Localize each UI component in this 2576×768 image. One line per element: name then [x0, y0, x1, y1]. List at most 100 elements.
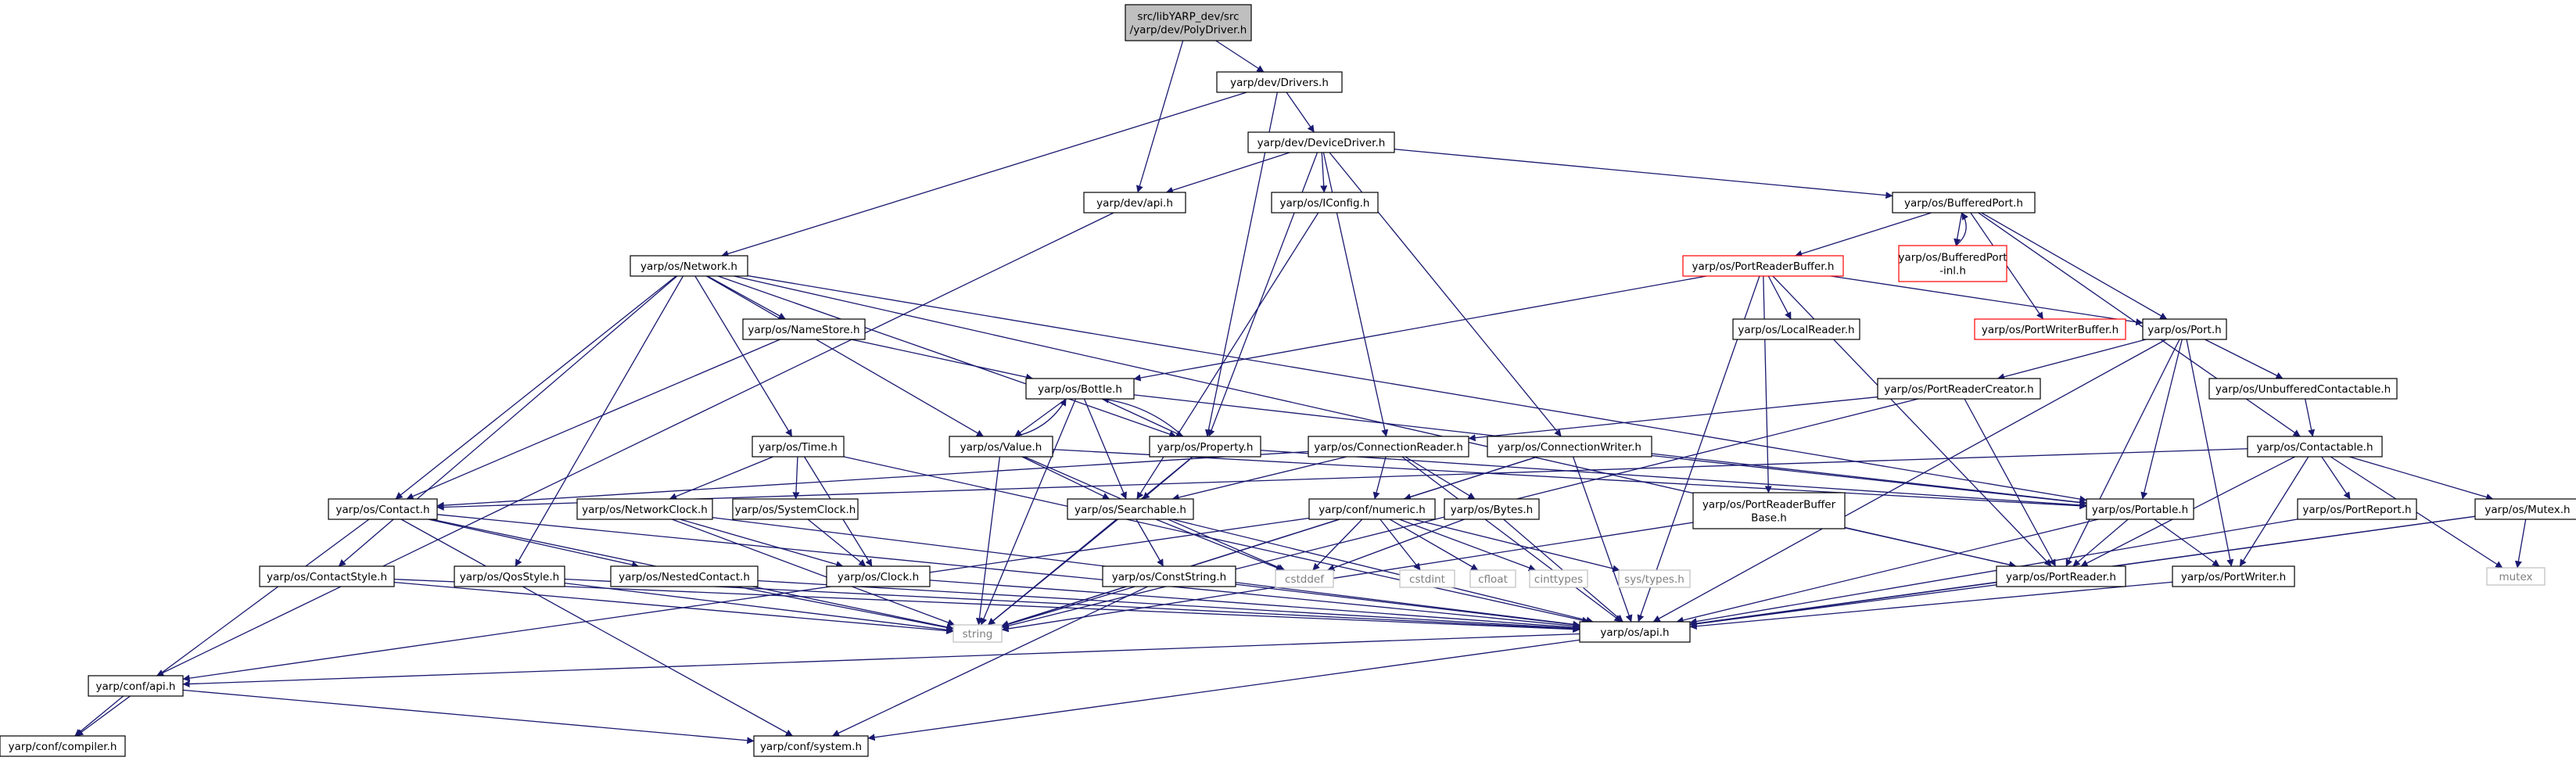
node-label-portreadercreator: yarp/os/PortReaderCreator.h: [1884, 383, 2033, 396]
node-devicedriver[interactable]: yarp/dev/DeviceDriver.h: [1247, 131, 1395, 153]
node-mutexh[interactable]: yarp/os/Mutex.h: [2474, 498, 2576, 520]
node-portreport[interactable]: yarp/os/PortReport.h: [2297, 498, 2417, 520]
node-bytes[interactable]: yarp/os/Bytes.h: [1444, 498, 1540, 520]
node-networkclock[interactable]: yarp/os/NetworkClock.h: [576, 498, 713, 520]
node-cinttypes: cinttypes: [1529, 569, 1588, 588]
node-connectionwriter[interactable]: yarp/os/ConnectionWriter.h: [1487, 436, 1652, 458]
node-label-mutexstd: mutex: [2499, 571, 2532, 583]
edge-portreaderbuffer-to-port: [1830, 275, 2144, 326]
node-label-bottle: yarp/os/Bottle.h: [1038, 383, 1122, 396]
node-confapi[interactable]: yarp/conf/api.h: [88, 675, 184, 697]
node-time[interactable]: yarp/os/Time.h: [752, 436, 845, 458]
node-box-confsystem: [753, 735, 869, 757]
node-box-confnumeric: [1308, 498, 1436, 520]
node-confcompiler[interactable]: yarp/conf/compiler.h: [0, 735, 126, 757]
node-portwriter[interactable]: yarp/os/PortWriter.h: [2172, 565, 2295, 587]
node-confnumeric[interactable]: yarp/conf/numeric.h: [1308, 498, 1436, 520]
node-label-clock: yarp/os/Clock.h: [838, 571, 919, 583]
node-portreader[interactable]: yarp/os/PortReader.h: [1996, 565, 2126, 587]
node-portreaderbuffer[interactable]: yarp/os/PortReaderBuffer.h: [1682, 255, 1844, 277]
node-label-systemclock: yarp/os/SystemClock.h: [735, 504, 856, 516]
node-network[interactable]: yarp/os/Network.h: [630, 255, 748, 277]
node-bufferedport[interactable]: yarp/os/BufferedPort.h: [1892, 192, 2036, 214]
node-namestore[interactable]: yarp/os/NameStore.h: [742, 318, 866, 340]
node-box-networkclock: [576, 498, 713, 520]
edge-searchable-to-conststring: [1136, 519, 1164, 567]
node-contact[interactable]: yarp/os/Contact.h: [328, 498, 438, 520]
node-contactstyle[interactable]: yarp/os/ContactStyle.h: [259, 565, 395, 587]
edge-polydriver-to-devapi: [1136, 40, 1184, 193]
edge-devicedriver-to-connectionreader: [1322, 152, 1389, 437]
edge-networkclock-to-string: [672, 519, 955, 626]
node-unbufferedcontactable[interactable]: yarp/os/UnbufferedContactable.h: [2208, 378, 2398, 400]
node-label-conststring: yarp/os/ConstString.h: [1112, 571, 1226, 583]
edge-namestore-to-bottle: [851, 339, 1034, 381]
node-iconfig[interactable]: yarp/os/IConfig.h: [1271, 192, 1379, 214]
node-polydriver[interactable]: src/libYARP_dev/src/yarp/dev/PolyDriver.…: [1125, 4, 1252, 41]
node-label-devicedriver: yarp/dev/DeviceDriver.h: [1258, 137, 1386, 149]
node-label-devapi: yarp/dev/api.h: [1096, 197, 1173, 210]
node-portwriterbuffer[interactable]: yarp/os/PortWriterBuffer.h: [1974, 318, 2126, 340]
node-label-confapi: yarp/conf/api.h: [96, 680, 176, 693]
node-devapi[interactable]: yarp/dev/api.h: [1083, 192, 1186, 214]
edge-portreaderbuffer-to-portreaderbufferbase: [1763, 275, 1772, 493]
node-box-contactable: [2247, 436, 2383, 458]
node-clock[interactable]: yarp/os/Clock.h: [826, 565, 931, 587]
node-box-systemclock: [732, 498, 859, 520]
edge-devicedriver-to-connectionwriter: [1329, 152, 1562, 437]
node-qosstyle[interactable]: yarp/os/QosStyle.h: [454, 565, 565, 587]
node-bottle[interactable]: yarp/os/Bottle.h: [1025, 378, 1135, 400]
node-box-property: [1149, 436, 1261, 458]
edge-portwriter-to-osapi: [1689, 581, 2173, 630]
node-nestedcontact[interactable]: yarp/os/NestedContact.h: [610, 565, 759, 587]
edge-contact-to-confcompiler: [76, 519, 370, 737]
edge-contactable-to-portreport: [2321, 456, 2351, 500]
node-portable[interactable]: yarp/os/Portable.h: [2086, 498, 2194, 520]
edge-portreaderbufferbase-to-portreader: [1844, 527, 2017, 569]
edge-confnumeric-to-cstdint: [1379, 519, 1421, 571]
node-systemclock[interactable]: yarp/os/SystemClock.h: [732, 498, 859, 520]
node-drivers[interactable]: yarp/dev/Drivers.h: [1216, 71, 1343, 93]
node-label-connectionwriter: yarp/os/ConnectionWriter.h: [1498, 441, 1641, 454]
edge-contactable-to-mutexh: [2349, 456, 2494, 501]
node-localreader[interactable]: yarp/os/LocalReader.h: [1732, 318, 1860, 340]
edge-confapi-to-confsystem: [182, 689, 755, 745]
node-box-portreaderbufferbase: [1692, 492, 1846, 529]
node-label-cfloat: cfloat: [1478, 573, 1508, 586]
node-property[interactable]: yarp/os/Property.h: [1149, 436, 1261, 458]
node-label-searchable: yarp/os/Searchable.h: [1075, 504, 1186, 516]
edge-portable-to-portwriter: [2154, 519, 2220, 567]
node-label-portable: yarp/os/Portable.h: [2092, 504, 2188, 516]
node-box-portreader: [1996, 565, 2126, 587]
node-portreadercreator[interactable]: yarp/os/PortReaderCreator.h: [1877, 378, 2041, 400]
node-label-osapi: yarp/os/api.h: [1600, 626, 1669, 639]
edge-networkclock-to-clock: [680, 519, 844, 568]
node-box-portable: [2086, 498, 2194, 520]
node-box-time: [752, 436, 845, 458]
edge-confnumeric-to-confapi: [182, 517, 1310, 682]
node-label-systypes: sys/types.h: [1624, 573, 1684, 586]
node-box-port: [2142, 318, 2227, 340]
node-bufferedportinl[interactable]: yarp/os/BufferedPort-inl.h: [1898, 245, 2007, 282]
node-label-cstddef: cstddef: [1285, 573, 1325, 586]
node-contactable[interactable]: yarp/os/Contactable.h: [2247, 436, 2383, 458]
node-conststring[interactable]: yarp/os/ConstString.h: [1102, 565, 1236, 587]
node-osapi[interactable]: yarp/os/api.h: [1579, 621, 1691, 643]
node-box-localreader: [1732, 318, 1860, 340]
edge-time-to-networkclock: [669, 456, 773, 500]
edge-network-to-portable: [747, 275, 2087, 503]
node-connectionreader[interactable]: yarp/os/ConnectionReader.h: [1308, 436, 1469, 458]
node-box-bufferedportinl: [1898, 245, 2007, 282]
node-confsystem[interactable]: yarp/conf/system.h: [753, 735, 869, 757]
edge-property-to-bottle: [1101, 396, 1184, 437]
node-searchable[interactable]: yarp/os/Searchable.h: [1067, 498, 1194, 520]
node-value[interactable]: yarp/os/Value.h: [949, 436, 1053, 458]
edge-bottle-to-searchable: [1083, 398, 1127, 500]
node-label-iconfig: yarp/os/IConfig.h: [1280, 197, 1370, 210]
edge-clock-to-osapi: [929, 580, 1580, 631]
edge-osapi-to-confapi: [182, 633, 1580, 688]
node-port[interactable]: yarp/os/Port.h: [2142, 318, 2227, 340]
node-label-namestore: yarp/os/NameStore.h: [748, 324, 859, 336]
